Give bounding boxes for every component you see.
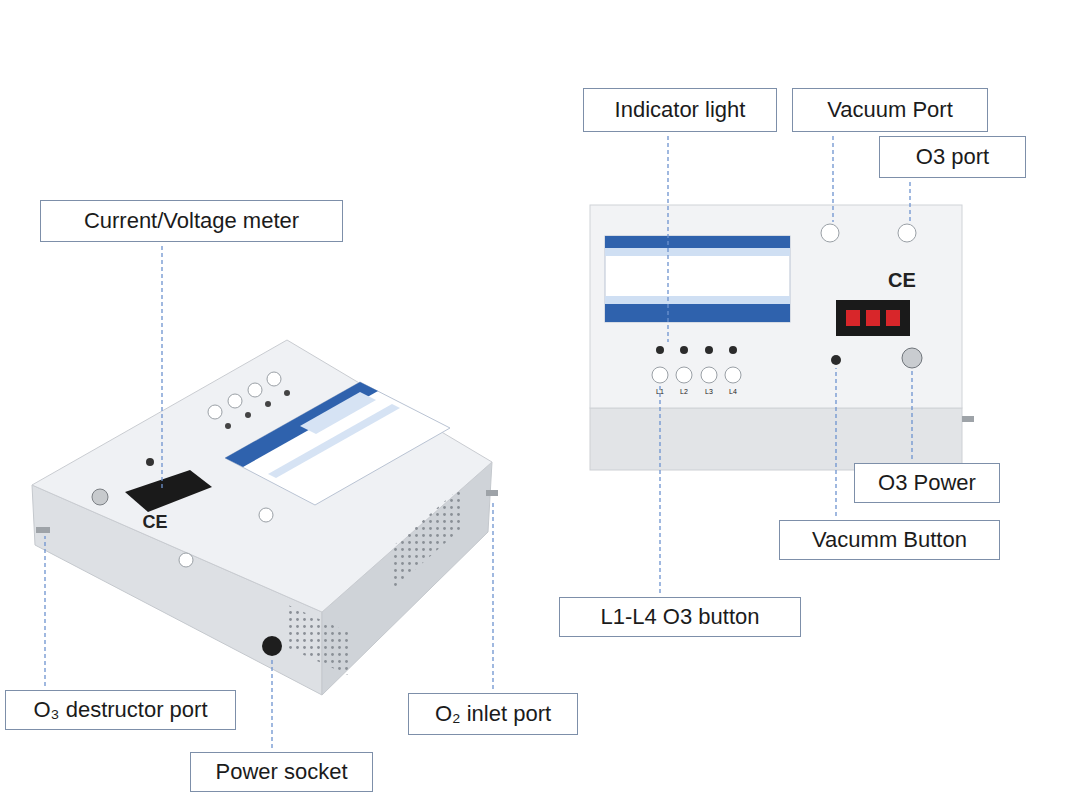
indicator-dot <box>265 401 271 407</box>
inlet-port <box>486 490 498 496</box>
callout-label: Current/Voltage meter <box>84 209 299 233</box>
ce-mark: CE <box>888 270 916 290</box>
callout-label: O₃ destructor port <box>33 698 207 722</box>
o3-button <box>228 394 242 408</box>
callout-box: O3 Power <box>854 463 1000 503</box>
spec-table <box>225 382 450 505</box>
indicator-dot <box>680 346 688 354</box>
leader-line <box>909 182 910 222</box>
leader-line <box>835 368 836 516</box>
meter-digit <box>866 310 880 326</box>
callout-box: Power socket <box>190 752 373 792</box>
callout-box: O₂ inlet port <box>408 693 578 735</box>
callout-label: L1-L4 O3 button <box>600 605 759 629</box>
indicator-dot <box>284 390 290 396</box>
spec-table <box>605 236 790 322</box>
device-front-face <box>590 408 962 470</box>
indicator-dot <box>225 423 231 429</box>
vacuum-switch <box>831 355 841 365</box>
leader-lines <box>45 136 912 748</box>
callout-label: O3 Power <box>878 471 976 495</box>
vacuum-port <box>821 224 839 242</box>
callout-box: O3 port <box>879 136 1026 178</box>
button-label: L3 <box>705 388 713 395</box>
indicator-dot <box>705 346 713 354</box>
callout-label: O₂ inlet port <box>435 702 551 726</box>
callout-label: Vacumm Button <box>812 528 967 552</box>
callout-label: Vacuum Port <box>827 98 953 122</box>
leader-line <box>667 136 668 342</box>
leader-line <box>271 658 272 748</box>
leader-line <box>161 246 162 488</box>
button-label: L1 <box>656 388 664 395</box>
power-button <box>902 348 922 368</box>
table-header <box>225 382 378 467</box>
indicator-dot <box>245 412 251 418</box>
table-row <box>605 248 790 256</box>
meter-display <box>836 300 910 336</box>
o3-button <box>676 367 692 383</box>
port-knob <box>259 508 273 522</box>
leader-line <box>911 370 912 459</box>
ce-mark: CE <box>142 513 167 531</box>
device-top-face <box>32 340 492 612</box>
o3-button <box>725 367 741 383</box>
leader-line <box>659 386 660 593</box>
table-row <box>605 304 790 322</box>
callout-label: Power socket <box>215 760 347 784</box>
left-device <box>32 340 498 695</box>
table-row <box>268 404 400 478</box>
power-button <box>92 489 108 505</box>
destructor-port <box>36 527 50 533</box>
button-label: L4 <box>729 388 737 395</box>
switch-knob <box>146 458 154 466</box>
vent-grid <box>288 605 348 675</box>
indicator-dot <box>656 346 664 354</box>
callout-label: Indicator light <box>615 98 746 122</box>
table-row <box>605 296 790 304</box>
side-port <box>962 416 974 422</box>
indicator-dot <box>729 346 737 354</box>
callout-box: Indicator light <box>583 88 777 132</box>
o3-button <box>208 405 222 419</box>
o3-port <box>898 224 916 242</box>
o3-button <box>701 367 717 383</box>
power-socket <box>262 636 282 656</box>
callout-box: Current/Voltage meter <box>40 200 343 242</box>
leader-line <box>832 136 833 222</box>
leader-line <box>492 500 493 689</box>
vent-grid <box>392 488 460 590</box>
table-header <box>605 236 790 248</box>
meter-digit <box>846 310 860 326</box>
leader-line <box>44 536 45 686</box>
callout-label: O3 port <box>916 145 989 169</box>
o3-button <box>248 383 262 397</box>
o3-button <box>267 372 281 386</box>
meter-display <box>125 470 212 512</box>
callout-box: Vacuum Port <box>792 88 988 132</box>
device-top-face <box>590 205 962 408</box>
meter-digit <box>886 310 900 326</box>
callout-box: Vacumm Button <box>779 520 1000 560</box>
callout-box: O₃ destructor port <box>5 690 236 730</box>
right-device <box>590 205 974 470</box>
callout-box: L1-L4 O3 button <box>559 597 801 637</box>
button-label: L2 <box>680 388 688 395</box>
port-knob <box>179 553 193 567</box>
o3-button <box>652 367 668 383</box>
